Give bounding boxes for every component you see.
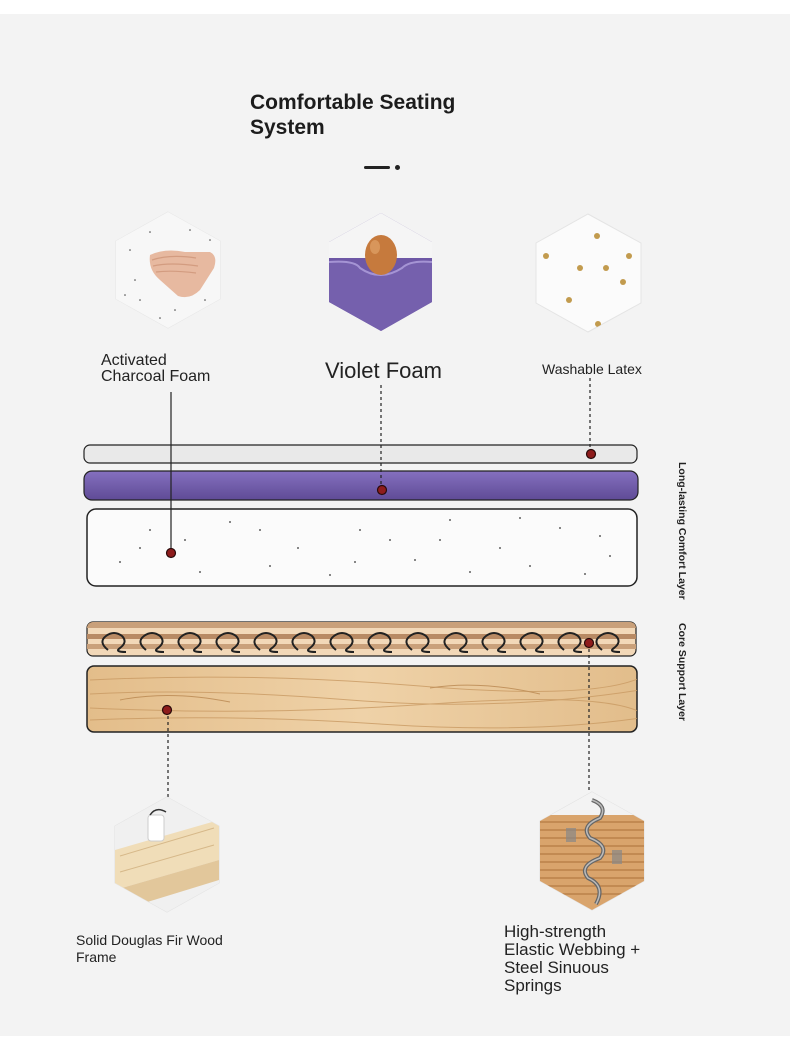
spring-webbing-layer xyxy=(86,621,637,657)
spring-coil xyxy=(329,632,355,653)
spring-coil xyxy=(177,632,203,653)
ornament-bar xyxy=(364,166,390,169)
latex-layer xyxy=(83,444,638,464)
fir-frame-label: Solid Douglas Fir Wood Frame xyxy=(76,932,276,966)
wood-frame-icon xyxy=(114,796,220,913)
fir-frame-label-line1: Solid Douglas Fir Wood xyxy=(76,932,223,948)
charcoal-foam-label-line1: Activated xyxy=(101,352,167,369)
spring-coil xyxy=(139,632,165,653)
wood-frame-layer xyxy=(86,665,638,733)
violet-marker xyxy=(376,484,388,496)
leader-lines xyxy=(167,378,591,797)
springs-label-line2: Elastic Webbing + xyxy=(504,940,641,959)
springs-label-line1: High-strength xyxy=(504,922,607,941)
springs-label-line4: Springs xyxy=(504,976,562,995)
washable-latex-label: Washable Latex xyxy=(542,361,642,377)
core-layer-side-label: Core Support Layer xyxy=(676,623,688,722)
fir-marker xyxy=(161,704,173,716)
fir-frame-label-line2: Frame xyxy=(76,949,117,965)
spring-coil xyxy=(519,632,545,653)
charcoal-marker xyxy=(165,547,177,559)
hand-foam-icon xyxy=(115,211,221,329)
charcoal-foam-label-line2: Charcoal Foam xyxy=(101,368,211,385)
springs-label-line3: Steel Sinuous xyxy=(504,958,609,977)
latex-marker xyxy=(585,448,597,460)
spring-icon xyxy=(539,791,645,911)
spring-coil xyxy=(215,632,241,653)
spring-coil xyxy=(595,632,621,653)
spring-coil xyxy=(101,632,127,653)
latex-holes-icon xyxy=(535,213,642,333)
markers xyxy=(161,448,597,716)
spring-coil xyxy=(443,632,469,653)
spring-coil xyxy=(557,632,583,653)
page-title: Comfortable Seating System xyxy=(250,91,456,139)
spring-coil xyxy=(367,632,393,653)
violet-foam-layer xyxy=(83,470,639,501)
spring-coil xyxy=(253,632,279,653)
charcoal-foam-label: Activated Charcoal Foam xyxy=(101,353,261,385)
spring-coil xyxy=(291,632,317,653)
violet-foam-label: Violet Foam xyxy=(325,358,442,383)
ornament-dot xyxy=(395,165,400,170)
egg-foam-icon xyxy=(329,213,432,331)
comfort-layer-side-label: Long-lasting Comfort Layer xyxy=(676,462,688,600)
spring-coil xyxy=(481,632,507,653)
charcoal-foam-layer xyxy=(86,508,638,587)
spring-coil xyxy=(405,632,431,653)
springs-marker xyxy=(583,637,595,649)
springs-label: High-strength Elastic Webbing + Steel Si… xyxy=(504,923,674,995)
